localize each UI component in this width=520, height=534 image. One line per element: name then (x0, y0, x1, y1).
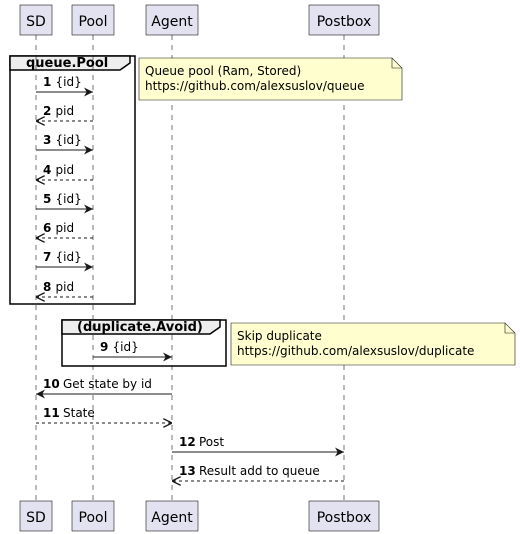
message-label-4: pid (56, 163, 75, 177)
participant-label-sd-bottom: SD (26, 510, 46, 526)
note-queue-line: https://github.com/alexsuslov/queue (145, 79, 364, 93)
participant-box-postbox-bottom (308, 500, 380, 532)
message-label-11: State (63, 406, 95, 420)
participant-box-sd-top (19, 4, 53, 36)
message-number-5: 5 (43, 192, 51, 206)
message-label-9: {id} (113, 340, 139, 354)
note-queue-fold (391, 58, 402, 69)
participant-label-pool-top: Pool (79, 14, 108, 30)
participant-box-pool-top (71, 4, 115, 36)
note-duplicate-line: https://github.com/alexsuslov/duplicate (237, 344, 474, 358)
participant-label-pool-bottom: Pool (79, 510, 108, 526)
message-number-6: 6 (43, 221, 51, 235)
message-number-11: 11 (43, 406, 60, 420)
message-number-13: 13 (179, 464, 196, 478)
message-number-8: 8 (43, 280, 51, 294)
message-number-9: 9 (100, 340, 108, 354)
participant-box-agent-bottom (145, 500, 199, 532)
group-tab-duplicate-avoid (61, 319, 221, 335)
message-number-7: 7 (43, 250, 51, 264)
message-label-2: pid (56, 104, 75, 118)
note-duplicate-body (230, 322, 516, 366)
message-number-3: 3 (43, 133, 51, 147)
message-label-1: {id} (56, 75, 82, 89)
message-label-10: Get state by id (63, 377, 152, 391)
message-number-10: 10 (43, 377, 60, 391)
participant-box-sd-bottom (19, 500, 53, 532)
message-label-13: Result add to queue (199, 464, 320, 478)
note-duplicate-fold (504, 323, 515, 334)
participant-label-sd-top: SD (26, 14, 46, 30)
note-duplicate-line: Skip duplicate (237, 329, 322, 343)
group-title-duplicate-avoid: (duplicate.Avoid) (77, 320, 203, 335)
participant-box-postbox-top (308, 4, 380, 36)
message-label-7: {id} (56, 250, 82, 264)
message-label-12: Post (199, 435, 224, 449)
participant-label-agent-bottom: Agent (151, 510, 193, 526)
message-label-5: {id} (56, 192, 82, 206)
message-number-4: 4 (43, 163, 51, 177)
message-number-1: 1 (43, 75, 51, 89)
note-queue-body (138, 57, 403, 101)
group-tab-queue-pool (9, 55, 131, 71)
participant-label-agent-top: Agent (151, 14, 193, 30)
message-label-3: {id} (56, 133, 82, 147)
participant-box-agent-top (145, 4, 199, 36)
group-title-queue-pool: queue.Pool (26, 56, 108, 71)
participant-label-postbox-bottom: Postbox (317, 510, 372, 526)
participant-label-postbox-top: Postbox (317, 14, 372, 30)
message-label-8: pid (56, 280, 75, 294)
message-label-6: pid (56, 221, 75, 235)
participant-box-pool-bottom (71, 500, 115, 532)
message-number-12: 12 (179, 435, 196, 449)
note-queue-line: Queue pool (Ram, Stored) (145, 64, 301, 78)
message-number-2: 2 (43, 104, 51, 118)
